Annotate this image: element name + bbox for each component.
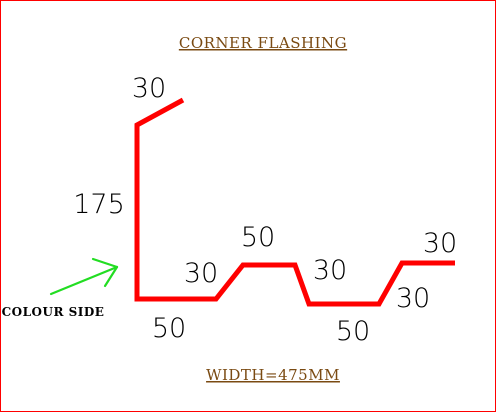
colour-side-label: COLOUR SIDE xyxy=(2,305,105,319)
drawing-title: CORNER FLASHING xyxy=(179,34,347,52)
dimension-top-return: 30 xyxy=(132,73,166,104)
dimension-rise-1: 30 xyxy=(184,258,218,289)
flashing-profile xyxy=(134,97,455,307)
dimension-vertical: 175 xyxy=(73,189,125,220)
dimension-drop-1: 30 xyxy=(313,255,347,286)
dimension-top-flat: 50 xyxy=(241,222,275,253)
dimension-bottom-left: 50 xyxy=(152,313,186,344)
dimension-end-flat: 30 xyxy=(423,228,457,259)
colour-side-arrow-icon xyxy=(49,257,119,296)
dimension-bottom-right: 50 xyxy=(336,316,370,347)
width-label: WIDTH=475MM xyxy=(206,366,340,384)
dimension-rise-2: 30 xyxy=(396,283,430,314)
